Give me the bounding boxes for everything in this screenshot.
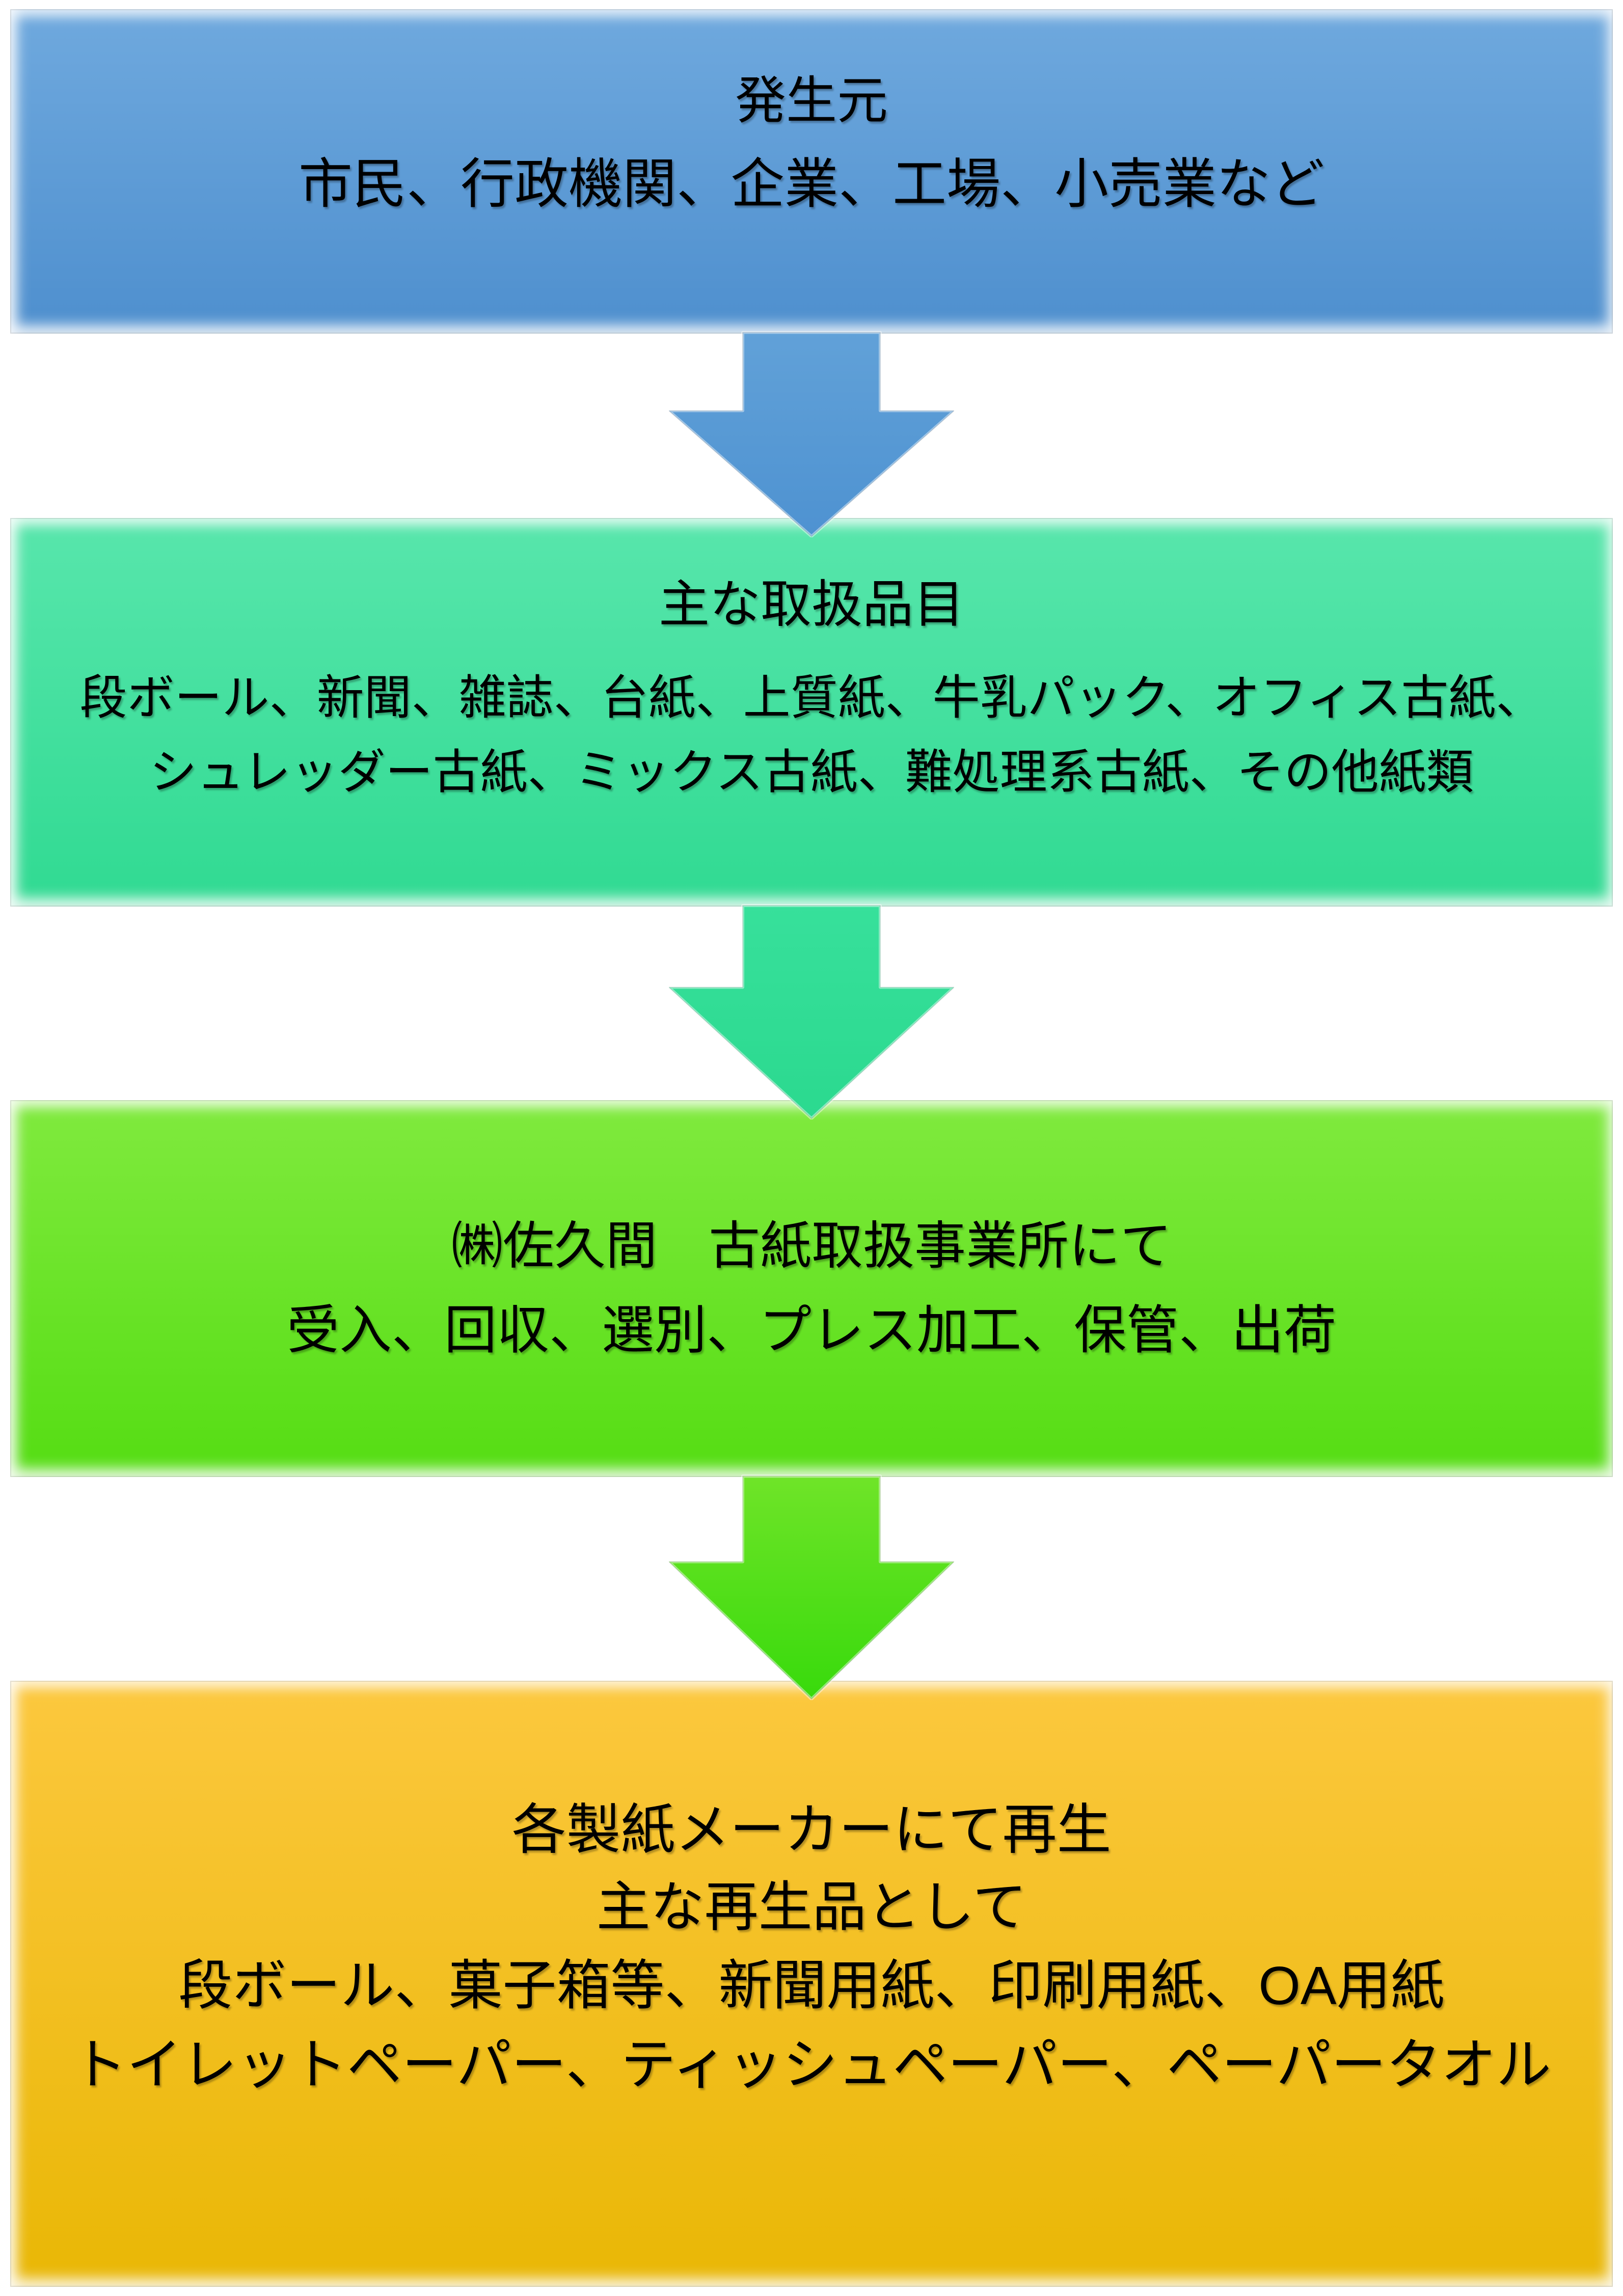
flow-box-sakuma-processing: ㈱佐久間 古紙取扱事業所にて 受入、回収、選別、プレス加工、保管、出荷: [10, 1100, 1613, 1477]
recycled-paper-flow-diagram: 発生元 市民、行政機関、企業、工場、小売業など 主な取扱品目 段ボール、新聞、雑…: [0, 9, 1623, 2296]
recycle-title: 各製紙メーカーにて再生: [511, 1799, 1112, 1860]
arrow-gap-2: [0, 904, 1623, 1119]
recycle-line-1: 主な再生品として: [596, 1877, 1027, 1938]
source-line: 市民、行政機関、企業、工場、小売業など: [299, 154, 1324, 214]
down-arrow-icon: [669, 331, 954, 537]
source-title: 発生元: [735, 72, 888, 129]
handled-items-line-2: シュレッダー古紙、ミックス古紙、難処理系古紙、その他紙類: [149, 745, 1474, 799]
processing-title: ㈱佐久間 古紙取扱事業所にて: [451, 1217, 1172, 1275]
processing-line: 受入、回収、選別、プレス加工、保管、出荷: [287, 1300, 1336, 1359]
flow-box-source: 発生元 市民、行政機関、企業、工場、小売業など: [10, 9, 1613, 334]
arrow-gap-1: [0, 331, 1623, 537]
recycle-line-2: 段ボール、菓子箱等、新聞用紙、印刷用紙、OA用紙: [178, 1955, 1445, 2016]
flow-box-paper-makers-recycle: 各製紙メーカーにて再生 主な再生品として 段ボール、菓子箱等、新聞用紙、印刷用紙…: [10, 1681, 1613, 2287]
down-arrow-icon: [669, 904, 954, 1119]
arrow-gap-3: [0, 1474, 1623, 1700]
down-arrow-icon: [669, 1474, 954, 1700]
recycle-line-3: トイレットペーパー、ティッシュペーパー、ペーパータオル: [71, 2033, 1552, 2095]
flow-box-handled-items: 主な取扱品目 段ボール、新聞、雑誌、台紙、上質紙、牛乳パック、オフィス古紙、 シ…: [10, 518, 1613, 907]
handled-items-title: 主な取扱品目: [659, 576, 964, 633]
handled-items-line-1: 段ボール、新聞、雑誌、台紙、上質紙、牛乳パック、オフィス古紙、: [79, 671, 1544, 724]
